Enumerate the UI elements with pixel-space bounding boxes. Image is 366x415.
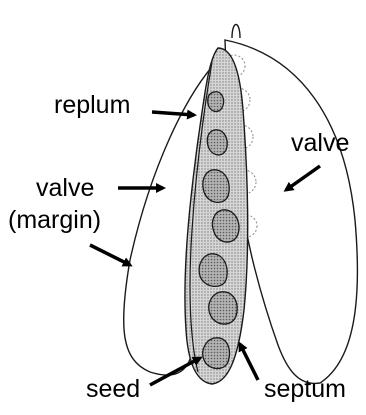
label-replum: replum — [54, 93, 130, 118]
label-seed: seed — [86, 377, 140, 402]
label-valve-right: valve — [291, 131, 349, 156]
label-valve-margin: (margin) — [8, 208, 101, 233]
seed-6 — [209, 292, 237, 324]
label-valve-left: valve — [36, 176, 94, 201]
seed-5 — [199, 254, 227, 287]
seed-7 — [203, 338, 230, 369]
arrow-valve-margin — [90, 245, 130, 265]
label-septum: septum — [264, 377, 346, 402]
seed-2 — [207, 130, 227, 155]
seed-4 — [212, 210, 239, 242]
seed-3 — [203, 170, 229, 203]
arrow-septum — [240, 344, 258, 380]
seed-1 — [208, 92, 224, 112]
beak-tip — [232, 25, 240, 39]
